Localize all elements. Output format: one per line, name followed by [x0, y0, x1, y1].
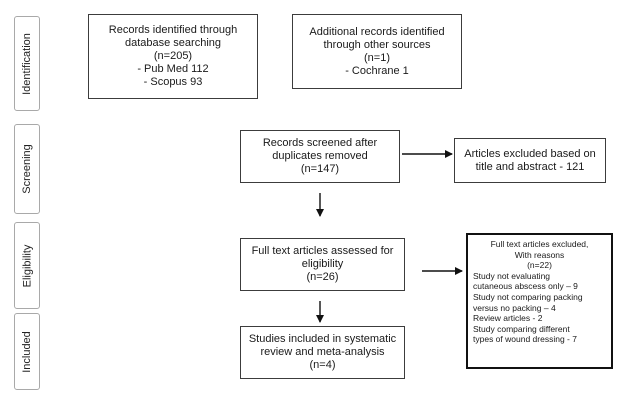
phase-eligibility: Eligibility: [14, 222, 40, 309]
excluded-header-3: (n=22): [527, 260, 552, 271]
excluded-title-line-2: title and abstract - 121: [475, 160, 585, 173]
database-line-2: database searching: [124, 37, 221, 49]
excluded-title-line-1: Articles excluded based on: [464, 147, 596, 160]
screened-line-1: Records screened after: [262, 137, 378, 149]
full-text-line-2: eligibility: [301, 258, 344, 270]
full-text-line-1: Full text articles assessed for: [251, 245, 394, 257]
included-line-3: (n=4): [309, 359, 336, 371]
full-text-line-3: (n=26): [306, 271, 339, 283]
other-sources-line-1: Additional records identified: [309, 25, 445, 38]
full-text-excluded-box: Full text articles excluded, With reason…: [466, 233, 613, 369]
excluded-title-abstract-box: Articles excluded based on title and abs…: [454, 138, 606, 183]
screened-line-2: duplicates removed: [272, 150, 368, 162]
included-line-2: review and meta-analysis: [260, 346, 385, 358]
database-line-1: Records identified through: [108, 24, 238, 36]
database-line-3: (n=205): [153, 50, 193, 62]
phase-screening: Screening: [14, 124, 40, 214]
excluded-reason-line: types of wound dressing - 7: [473, 334, 577, 345]
screened-line-3: (n=147): [300, 163, 340, 175]
database-line-4: - Pub Med 112: [137, 63, 209, 75]
studies-included-box: Studies included in systematic review an…: [240, 326, 405, 379]
excluded-header-2: With reasons: [514, 249, 565, 260]
excluded-reason-line: Review articles - 2: [473, 313, 543, 324]
excluded-reason-line: Study not evaluating: [473, 270, 551, 281]
records-screened-box: Records screened after duplicates remove…: [240, 130, 400, 183]
database-records-box: Records identified through database sear…: [88, 14, 258, 99]
other-sources-line-2: through other sources: [323, 38, 431, 51]
other-sources-line-4: - Cochrane 1: [345, 64, 409, 77]
other-sources-box: Additional records identified through ot…: [292, 14, 462, 89]
excluded-reason-line: versus no packing – 4: [473, 302, 556, 313]
phase-included: Included: [14, 313, 40, 390]
excluded-reason-line: cutaneous abscess only – 9: [473, 281, 578, 292]
full-text-assessed-box: Full text articles assessed for eligibil…: [240, 238, 405, 291]
database-line-5: - Scopus 93: [143, 76, 203, 88]
included-line-1: Studies included in systematic: [248, 333, 397, 345]
excluded-header-1: Full text articles excluded,: [490, 239, 589, 249]
phase-identification: Identification: [14, 16, 40, 111]
other-sources-line-3: (n=1): [364, 51, 390, 64]
excluded-reason-line: Study not comparing packing: [473, 291, 583, 302]
excluded-reason-line: Study comparing different: [473, 323, 570, 334]
